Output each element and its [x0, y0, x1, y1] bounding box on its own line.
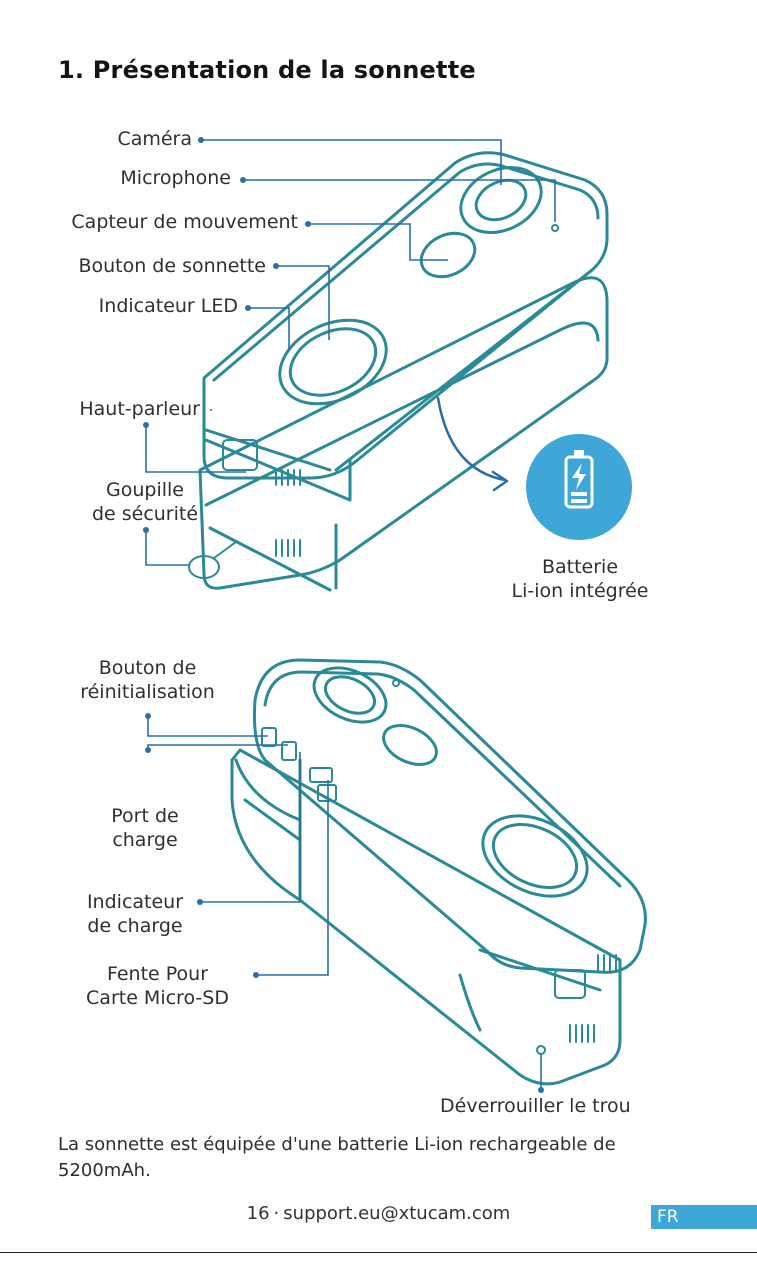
bottom-divider — [0, 1252, 757, 1253]
label-safety-pin: Goupille de sécurité — [80, 478, 210, 526]
label-led-indicator: Indicateur LED — [99, 294, 238, 318]
top-device-doorbell-button — [266, 304, 400, 420]
language-badge: FR — [651, 1205, 757, 1229]
label-speaker: Haut-parleur — [79, 397, 200, 421]
label-camera: Caméra — [117, 127, 192, 151]
bottom-device-housing — [232, 750, 620, 1084]
label-charging-port: Port de charge — [80, 804, 210, 852]
label-unlock-hole: Déverrouiller le trou — [440, 1094, 631, 1118]
safety-pin-shape — [189, 542, 236, 578]
label-reset-button: Bouton de réinitialisation — [60, 656, 235, 704]
top-device-lower-housing — [200, 278, 607, 590]
support-email[interactable]: support.eu@xtucam.com — [283, 1203, 510, 1224]
battery-icon — [526, 434, 632, 540]
label-doorbell-button: Bouton de sonnette — [78, 254, 266, 278]
bottom-device-doorbell-button — [470, 800, 600, 912]
label-motion-sensor: Capteur de mouvement — [71, 210, 298, 234]
label-sd-slot: Fente Pour Carte Micro-SD — [60, 962, 255, 1010]
page-number: 16 — [247, 1203, 270, 1224]
top-device-motion-sensor — [414, 225, 482, 285]
description-text: La sonnette est équipée d'une batterie L… — [58, 1132, 698, 1184]
page-footer: 16·support.eu@xtucam.com — [0, 1203, 757, 1224]
label-charge-indicator: Indicateur de charge — [70, 890, 200, 938]
footer-separator: · — [274, 1203, 280, 1224]
label-battery: Batterie Li-ion intégrée — [490, 555, 670, 603]
bottom-device-camera-lens — [305, 657, 394, 733]
label-microphone: Microphone — [120, 166, 231, 190]
